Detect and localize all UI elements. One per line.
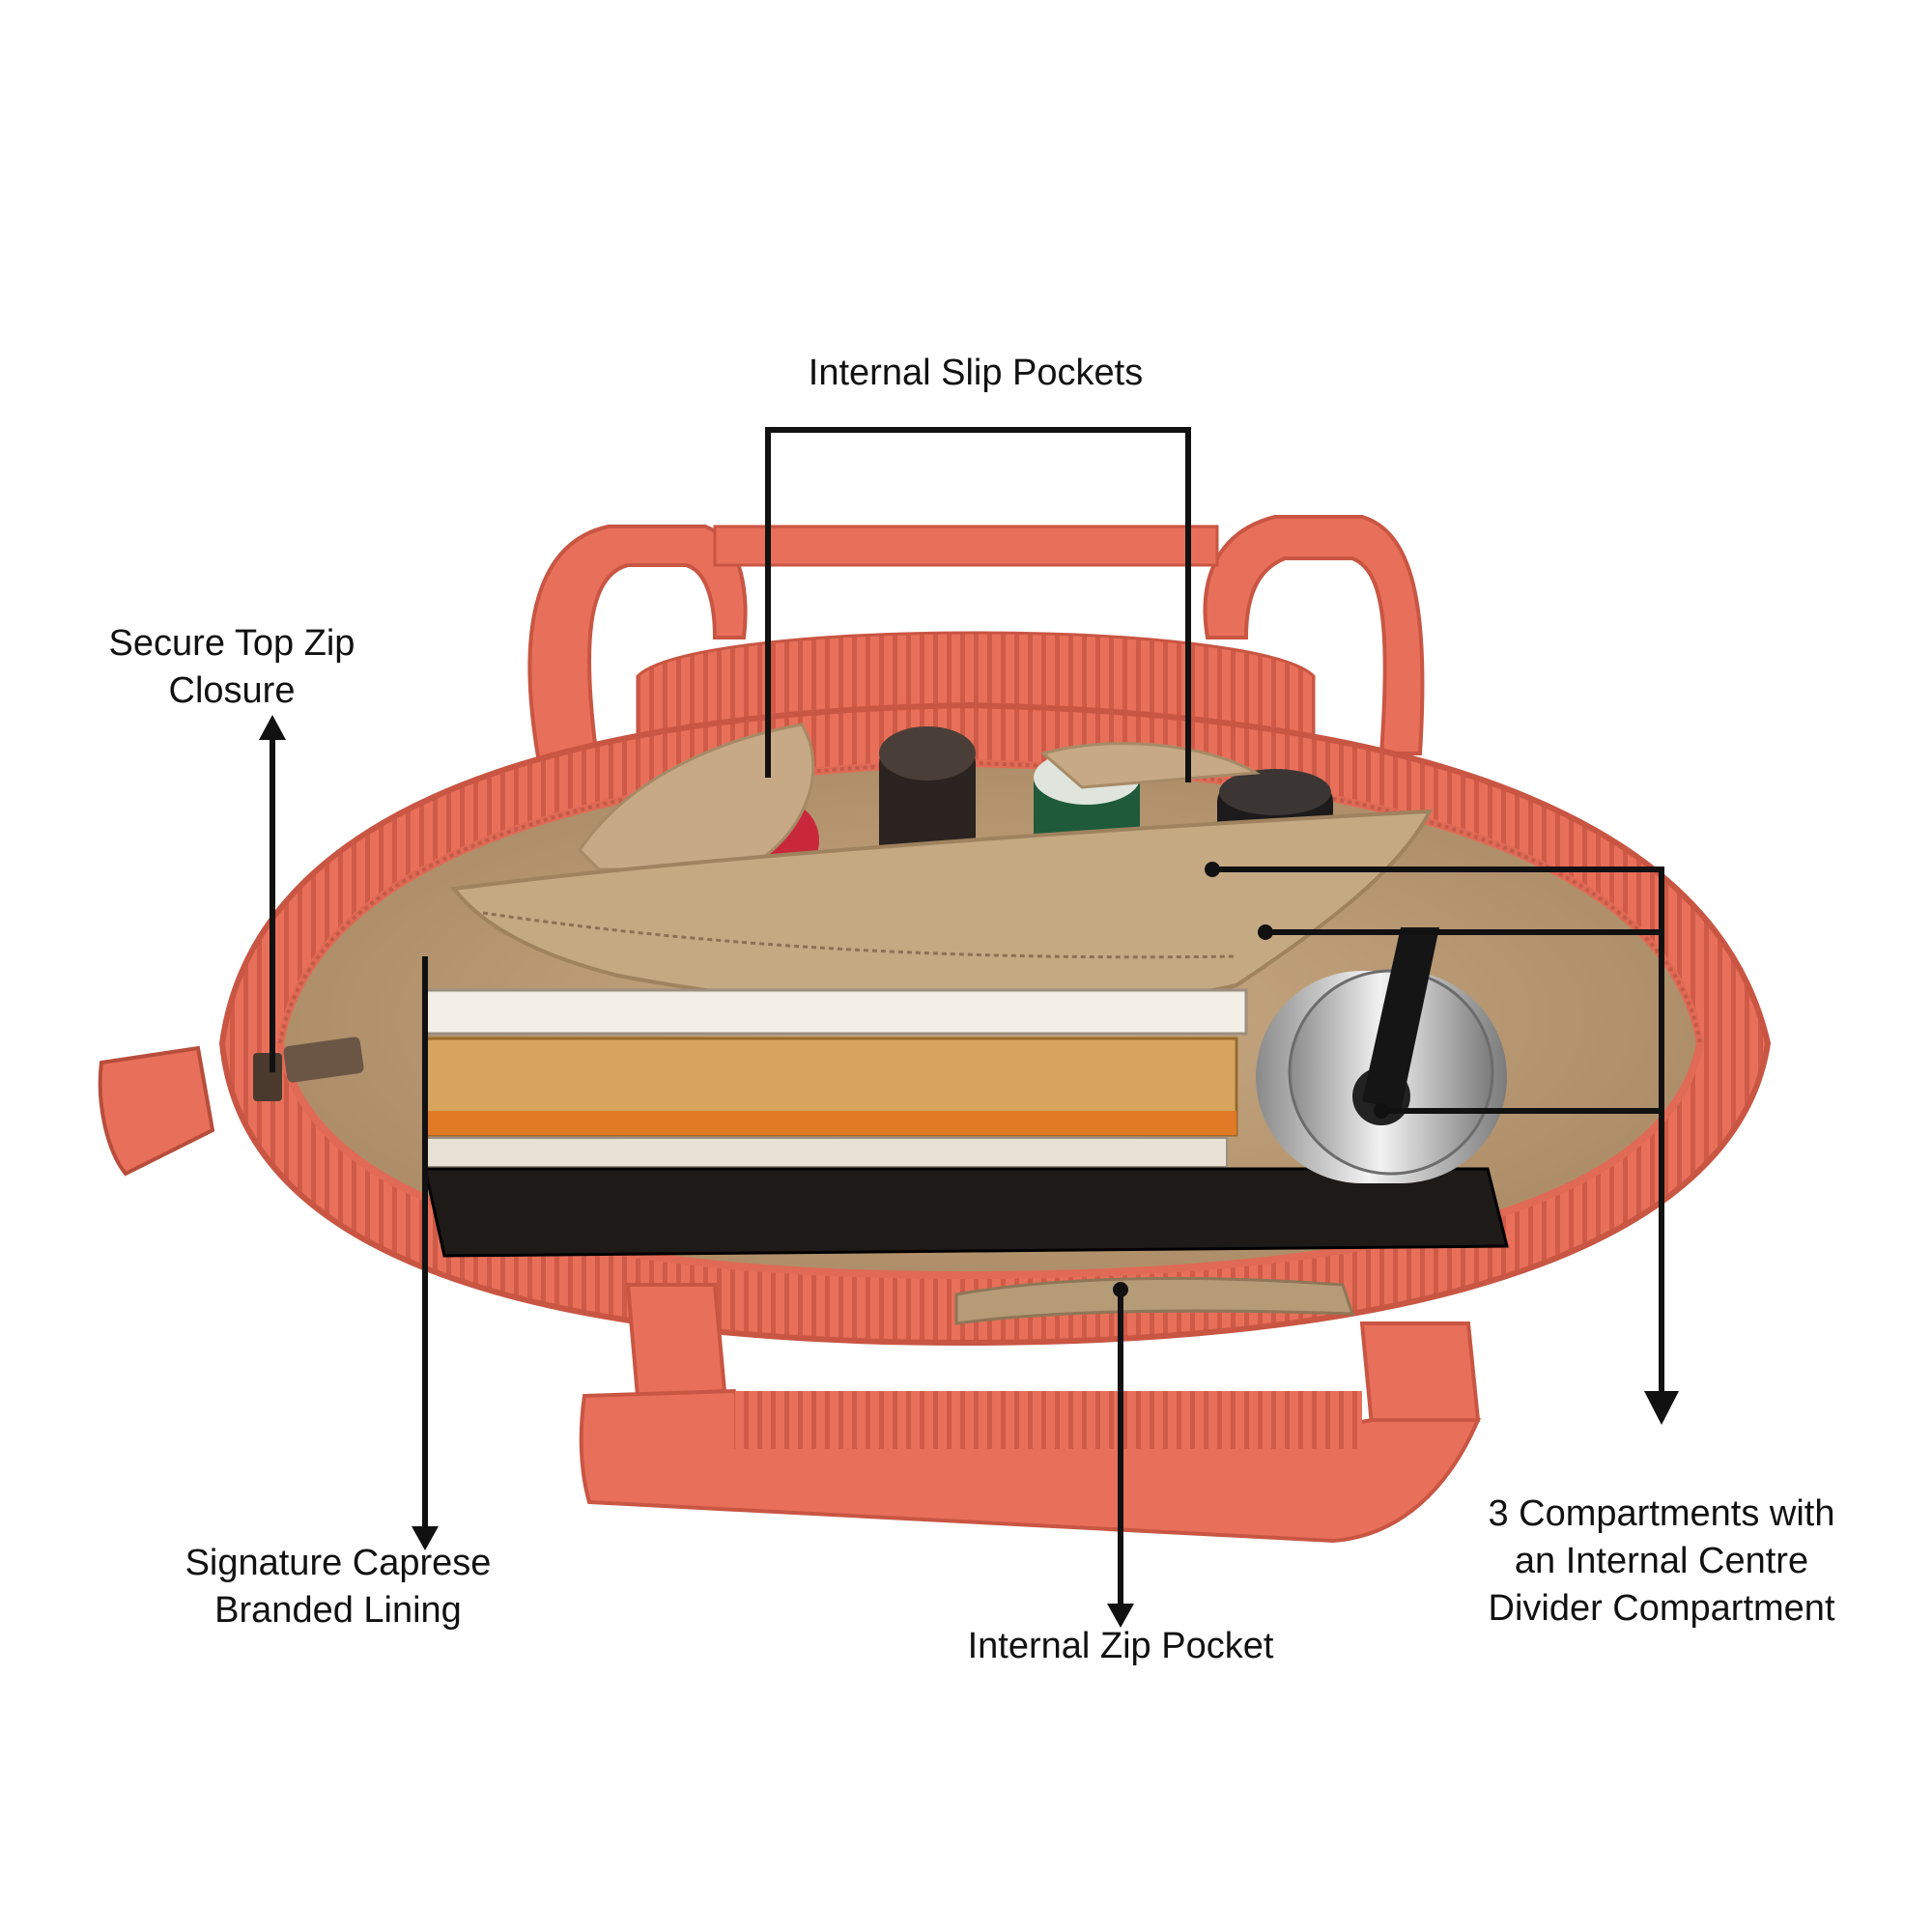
slip-pocket-left	[578, 723, 815, 871]
callout-text: Internal Zip Pocket	[967, 1626, 1274, 1666]
slip-pocket-right	[1039, 742, 1261, 789]
laptop	[423, 1167, 1509, 1258]
callout-text-line2: Closure	[168, 670, 296, 711]
leader-dot	[1258, 924, 1273, 940]
callout-text: Internal Slip Pockets	[808, 353, 1144, 393]
callout-secure-top-zip: Secure Top Zip Closure	[87, 620, 377, 715]
internal-zip-pocket	[954, 1276, 1355, 1325]
leader-dot	[1205, 862, 1220, 877]
callout-branded-lining: Signature Caprese Branded Lining	[174, 1540, 502, 1634]
water-bottle	[1256, 927, 1507, 1183]
books	[423, 988, 1248, 1168]
callout-text-line1: Secure Top Zip	[108, 623, 355, 664]
callout-internal-slip-pockets: Internal Slip Pockets	[773, 350, 1179, 397]
callout-compartments: 3 Compartments with an Internal Centre D…	[1449, 1491, 1874, 1633]
callout-internal-zip-pocket: Internal Zip Pocket	[927, 1623, 1314, 1670]
leader-lines	[270, 427, 1664, 1613]
zip-pull-tab	[98, 1045, 215, 1177]
front-handle	[579, 1283, 1482, 1544]
callout-text-line1: 3 Compartments with	[1488, 1493, 1835, 1534]
centre-divider-compartment	[450, 809, 1434, 1012]
callout-text-line2: an Internal Centre	[1514, 1541, 1809, 1581]
ribbed-back-panel	[636, 631, 1316, 736]
arrow-down-icon	[1107, 1604, 1134, 1628]
leader-dot	[1113, 1282, 1128, 1297]
arrow-up-icon	[259, 715, 286, 740]
callout-text-line3: Divider Compartment	[1488, 1588, 1835, 1629]
arrow-down-icon	[1644, 1391, 1679, 1425]
callout-text-line1: Signature Caprese	[185, 1543, 492, 1583]
leader-dot	[1374, 1103, 1389, 1119]
callout-text-line2: Branded Lining	[214, 1590, 462, 1631]
back-handle	[527, 515, 1425, 775]
arrow-down-icon	[412, 1526, 439, 1550]
